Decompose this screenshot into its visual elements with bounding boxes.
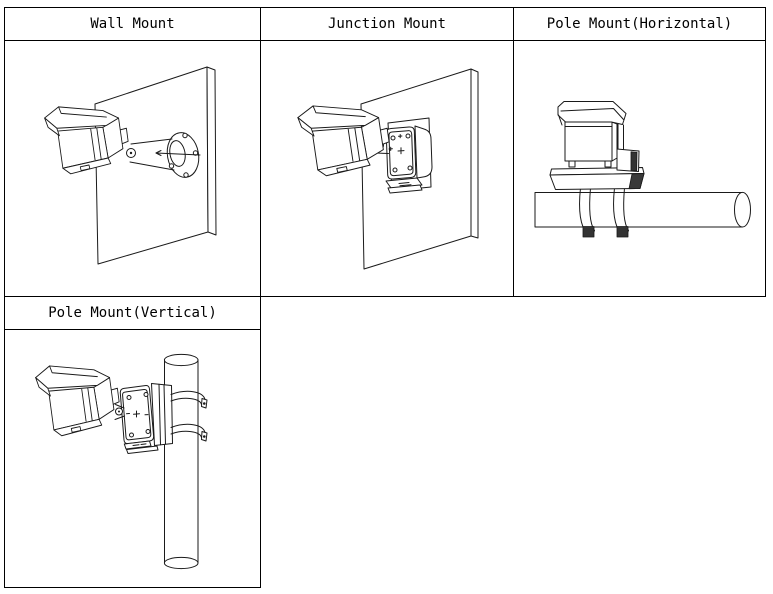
cell-wall-mount: Wall Mount — [4, 7, 261, 297]
pole-mount-horizontal-illustration — [534, 101, 751, 238]
pole-mount-horizontal-drawing-area — [514, 41, 765, 296]
cell-pole-mount-vertical: Pole Mount(Vertical) — [4, 296, 261, 588]
pole-mount-vertical-label: Pole Mount(Vertical) — [5, 297, 260, 330]
junction-mount-illustration — [297, 68, 479, 270]
pole-mount-vertical-drawing-area — [5, 330, 260, 587]
cell-pole-mount-horizontal: Pole Mount(Horizontal) — [513, 7, 766, 297]
wall-mount-label: Wall Mount — [5, 8, 260, 41]
junction-mount-drawing-area — [261, 41, 513, 296]
cell-junction-mount: Junction Mount — [260, 7, 514, 297]
pole-mount-vertical-illustration — [35, 353, 208, 570]
wall-mount-illustration — [44, 66, 217, 265]
junction-mount-label: Junction Mount — [261, 8, 513, 41]
wall-mount-drawing-area — [5, 41, 260, 296]
pole-mount-horizontal-label: Pole Mount(Horizontal) — [514, 8, 765, 41]
mount-table: Wall Mount — [4, 7, 766, 588]
